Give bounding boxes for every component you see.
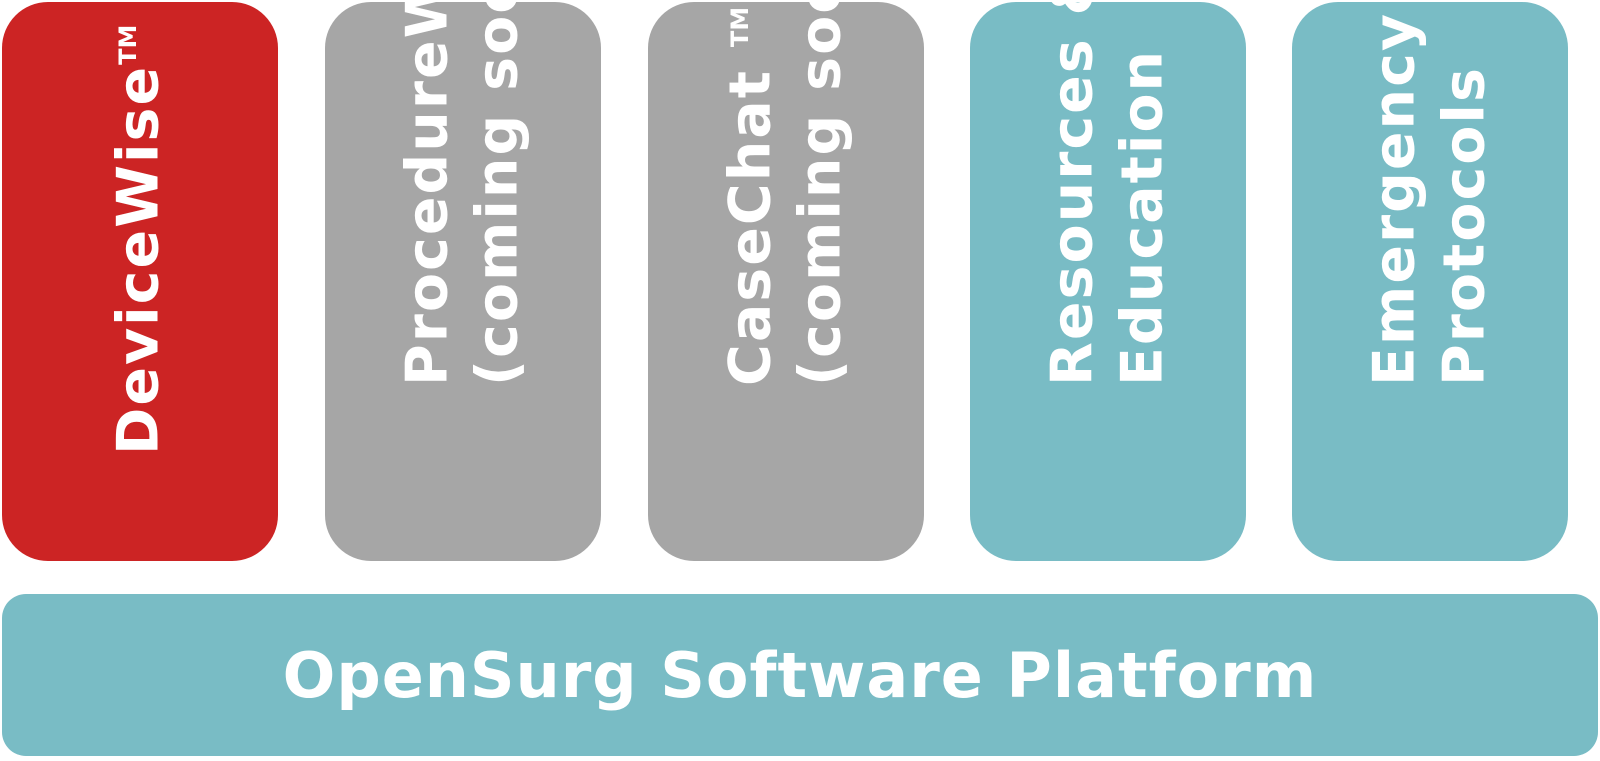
pillar-resources-education: Resources & Education xyxy=(970,2,1246,561)
pillar-label-line: DeviceWiseTM xyxy=(105,25,172,456)
platform-label: OpenSurg Software Platform xyxy=(282,638,1318,712)
pillar-label: Resources & Education xyxy=(1038,2,1177,386)
pillar-label-line: Education xyxy=(1108,48,1175,386)
pillar-label-line: ProcedureWiseTM xyxy=(394,2,461,386)
pillar-emergency-protocols: Emergency Protocols xyxy=(1292,2,1568,561)
trademark-mark: TM xyxy=(725,6,754,48)
pillar-casechat: CaseChat TM (coming soon!) xyxy=(648,2,924,561)
platform-base: OpenSurg Software Platform xyxy=(2,594,1598,756)
pillar-label-line: (coming soon!) xyxy=(786,2,853,386)
pillar-label-line: CaseChat TM xyxy=(717,6,784,386)
pillar-devicewise: DeviceWiseTM xyxy=(2,2,278,561)
pillar-label-line: Resources & xyxy=(1039,2,1106,386)
pillar-label: CaseChat TM (coming soon!) xyxy=(716,2,855,386)
pillar-label-line: (coming soon!) xyxy=(463,2,530,386)
pillar-procedurewise: ProcedureWiseTM (coming soon!) xyxy=(325,2,601,561)
pillar-label-line: Protocols xyxy=(1430,66,1497,386)
pillar-label-line: Emergency xyxy=(1361,11,1428,386)
trademark-mark: TM xyxy=(114,25,143,66)
pillar-label: DeviceWiseTM xyxy=(105,2,175,455)
pillar-label: Emergency Protocols xyxy=(1360,2,1499,386)
pillar-label: ProcedureWiseTM (coming soon!) xyxy=(393,2,532,386)
